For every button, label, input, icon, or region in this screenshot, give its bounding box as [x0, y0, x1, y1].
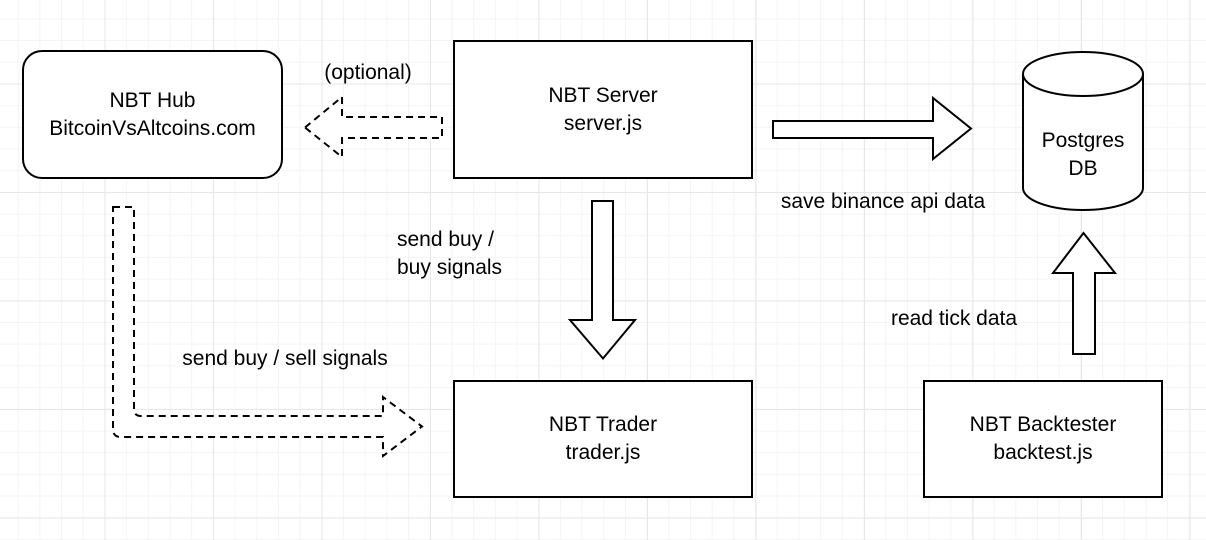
node-nbt-server-title: NBT Server — [548, 83, 658, 107]
arrow-backtester-to-postgres — [1050, 231, 1118, 355]
node-nbt-trader-title: NBT Trader — [548, 413, 658, 436]
arrow-server-to-hub-dashed — [303, 94, 443, 160]
node-postgres-db-title: Postgres — [1041, 129, 1125, 152]
node-nbt-trader: NBT Trader trader.js — [453, 380, 753, 498]
label-optional: (optional) — [324, 61, 412, 84]
node-nbt-server: NBT Server server.js — [453, 40, 753, 179]
arrow-hub-to-trader-dashed — [112, 206, 424, 459]
node-nbt-server-subtitle: server.js — [563, 111, 643, 135]
node-nbt-trader-subtitle: trader.js — [565, 441, 641, 464]
label-send-buy-line1: send buy / — [397, 228, 494, 251]
label-send-buy-buy-signals: send buy / buy signals — [397, 226, 502, 282]
label-send-buy-line2: buy signals — [397, 256, 503, 279]
node-nbt-hub: NBT Hub BitcoinVsAltcoins.com — [22, 50, 283, 179]
arrow-server-to-postgres — [772, 95, 973, 162]
label-read-tick-data: read tick data — [890, 307, 1018, 330]
label-save-binance-api-data: save binance api data — [780, 190, 986, 213]
node-postgres-db: Postgres DB — [1023, 127, 1143, 191]
node-nbt-backtester: NBT Backtester backtest.js — [923, 380, 1163, 498]
node-nbt-backtester-title: NBT Backtester — [969, 413, 1117, 436]
arrow-server-to-trader — [567, 200, 638, 361]
node-nbt-hub-title: NBT Hub — [109, 88, 196, 112]
label-send-buy-sell-signals: send buy / sell signals — [182, 347, 388, 370]
node-postgres-db-subtitle: DB — [1068, 157, 1098, 180]
node-nbt-hub-subtitle: BitcoinVsAltcoins.com — [49, 116, 256, 140]
node-nbt-backtester-subtitle: backtest.js — [993, 441, 1093, 464]
node-postgres-db-shape — [1022, 51, 1144, 211]
